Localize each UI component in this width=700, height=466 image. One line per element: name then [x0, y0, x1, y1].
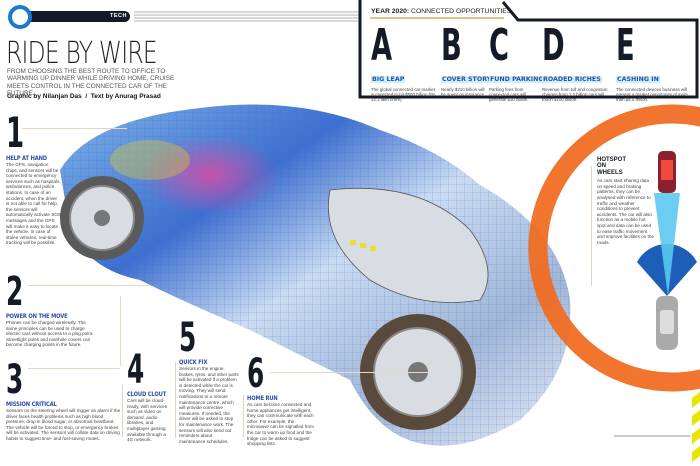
hazard-stripes [692, 392, 700, 462]
feature-number: 2 [6, 269, 24, 315]
opportunity-title: BIG LEAP [371, 76, 406, 83]
opportunity-text: Parking fees from connected cars will ge… [489, 87, 529, 103]
opportunity-c: C FUND PARKING Parking fees from connected… [489, 20, 545, 103]
feature-4: 4 CLOUD CLOUT Cars will be cloud-ready, … [127, 350, 173, 443]
feature-text: Cars will be cloud-ready, with services … [127, 398, 167, 443]
hotspot-callout: HOTSPOT ON WHEELS As cars start sharing … [597, 157, 657, 245]
letter: C [489, 20, 510, 71]
letter: D [542, 20, 565, 71]
tech-ring-icon [8, 5, 32, 29]
feature-title: HELP AT HAND [6, 154, 47, 162]
opportunity-text: Revenue from toll and congestion charges… [542, 87, 608, 103]
feature-title: MISSION CRITICAL [6, 400, 57, 408]
feature-title: HOME RUN [247, 394, 278, 402]
opportunities-frame [358, 0, 699, 99]
feature-text: Sensors in the engine, brakes, tyres, an… [179, 366, 239, 444]
subtitle: FROM CHOOSING THE BEST ROUTE TO OFFICE T… [7, 68, 175, 98]
opportunity-title: ROADED RICHES [542, 76, 602, 83]
credits: Graphic by Nilanjan Das / Text by Anurag… [7, 93, 161, 100]
feature-5: 5 QUICK FIX Sensors in the engine, brake… [179, 318, 241, 444]
opportunity-b: B COVER STORY Nearly $210 billion will be … [441, 20, 493, 98]
opportunity-title: COVER STORY [441, 76, 493, 83]
opportunity-text: The connected devices business will pres… [616, 87, 688, 103]
rear-wheel [60, 176, 144, 260]
signal-beam-icon [637, 193, 697, 296]
feature-number: 3 [6, 357, 24, 403]
opportunity-text: Nearly $210 billion will be spent on ins… [441, 87, 486, 98]
feature-number: 1 [6, 108, 25, 157]
feature-2: 2 POWER ON THE MOVE Phones can be charge… [6, 272, 101, 348]
feature-3: 3 MISSION CRITICAL Sensors on the steeri… [6, 360, 124, 442]
feature-title: CLOUD CLOUT [127, 390, 167, 398]
orange-ring [528, 104, 700, 392]
engine [327, 187, 489, 303]
feature-title: POWER ON THE MOVE [6, 312, 68, 320]
letter: A [371, 20, 393, 71]
feature-number: 4 [127, 347, 145, 393]
hotspot-text: As cars start sharing data on speed and … [597, 178, 654, 245]
feature-title: QUICK FIX [179, 358, 208, 366]
feature-1: 1 HELP AT HAND The GPS, navigation chips… [6, 112, 66, 246]
feature-number: 6 [247, 351, 265, 397]
feature-text: As cars become connected and home applia… [247, 402, 314, 447]
opportunity-title: CASHING IN [616, 76, 660, 83]
opportunity-text: The global connected car market is expec… [371, 87, 436, 103]
feature-text: Sensors on the steering wheel will trigg… [6, 408, 121, 441]
opportunity-title: FUND PARKING [489, 76, 545, 83]
page-title: RIDE BY WIRE [6, 36, 158, 71]
tech-banner [8, 5, 360, 29]
opportunities-heading: YEAR 2020: CONNECTED OPPORTUNITIES [371, 8, 512, 15]
feature-6: 6 HOME RUN As cars become connected and … [247, 354, 319, 447]
letter: B [441, 20, 462, 71]
letter: E [616, 20, 635, 71]
feature-text: Phones can be charged wirelessly. The sa… [6, 320, 94, 348]
car-top-view-icon [656, 151, 678, 350]
feature-text: The GPS, navigation chips, and sensors w… [6, 162, 61, 246]
section-tag: TECH [110, 13, 127, 19]
hotspot-title: HOTSPOT ON WHEELS [597, 157, 627, 176]
feature-number: 5 [179, 315, 197, 361]
